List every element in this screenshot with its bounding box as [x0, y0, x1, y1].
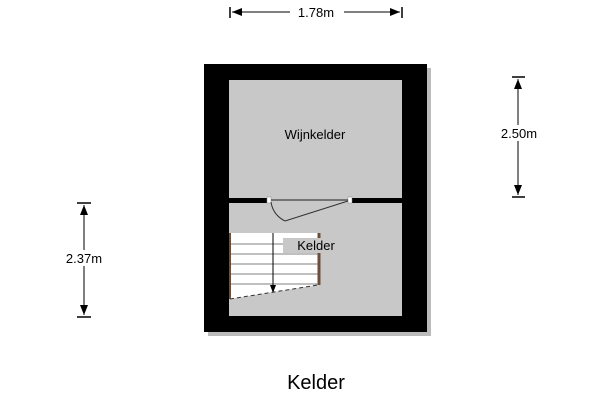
room-label-kelder: Kelder [297, 238, 335, 253]
dimension-kelder-depth-label: 2.37m [66, 251, 102, 266]
dimension-wijnkelder-depth-label: 2.50m [501, 126, 537, 141]
room-wijnkelder [229, 80, 402, 198]
door [266, 196, 353, 222]
label-bg [283, 238, 349, 253]
room-label-wijnkelder: Wijnkelder [285, 127, 346, 142]
dimension-wijnkelder-depth: 2.50m [490, 76, 550, 198]
floor-title: Kelder [287, 372, 345, 394]
dimension-width: 1.78m [229, 4, 403, 20]
dimension-width-label: 1.78m [298, 5, 334, 20]
dimension-kelder-depth: 2.37m [54, 202, 114, 318]
